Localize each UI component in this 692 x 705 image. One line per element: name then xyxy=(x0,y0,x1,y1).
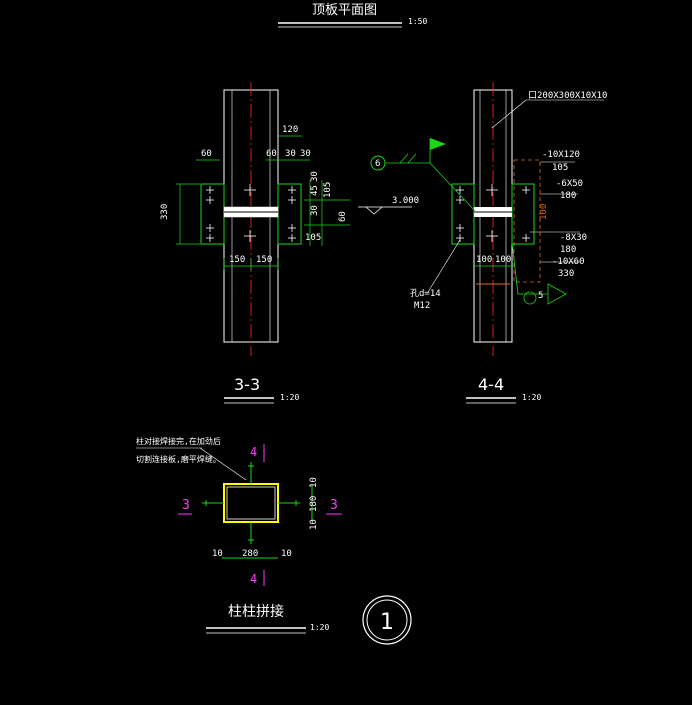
dim-120: 120 xyxy=(282,125,298,135)
plate-1-dim: 105 xyxy=(552,163,568,173)
member-label: 口200X300X10X10 xyxy=(528,91,607,101)
plate-left-33 xyxy=(200,183,225,245)
dim-30-a: 30 xyxy=(285,149,296,159)
top-scale: 1:50 xyxy=(408,17,427,26)
mark-top: 4 xyxy=(250,445,257,459)
plate-right-44 xyxy=(511,183,535,245)
plate-3-dim: 180 xyxy=(560,245,576,255)
dim-330: 330 xyxy=(160,204,170,220)
mark-bottom: 4 xyxy=(250,572,257,586)
dim-30-b: 30 xyxy=(300,149,311,159)
dim-60-left: 60 xyxy=(201,149,212,159)
dim-30-v: 30 xyxy=(310,171,320,182)
sec33-scale: 1:20 xyxy=(280,393,299,402)
plan-dim-10-top: 10 xyxy=(309,477,319,488)
column-section xyxy=(223,483,279,523)
section-3-3: 330 120 60 60 30 30 45 30 105 30 60 105 … xyxy=(160,82,419,404)
sec44-title: 4-4 xyxy=(478,375,504,394)
plate-2: -6X50 xyxy=(556,179,583,189)
plate-left-44 xyxy=(451,183,475,245)
weld-flag xyxy=(430,138,446,150)
dim-105-bottom: 105 xyxy=(305,233,321,243)
dim-30-v2: 30 xyxy=(310,205,320,216)
dim-45: 45 xyxy=(310,185,320,196)
bolt-size: M12 xyxy=(414,301,430,311)
dims-33 xyxy=(176,135,350,270)
section-4-4: 6 5 口200X300X10X10 -10X120 105 -6X50 180… xyxy=(370,82,607,404)
mark-left: 3 xyxy=(182,498,190,513)
top-title: 顶板平面图 xyxy=(312,3,377,18)
bottom-dim-left: 100 xyxy=(476,255,492,265)
side-dim: 100 xyxy=(539,204,549,220)
sec44-scale: 1:20 xyxy=(522,393,541,402)
plan-note-2: 切割连接板,磨平焊缝。 xyxy=(136,454,221,464)
plate-3: -8X30 xyxy=(560,233,587,243)
elevation-marker xyxy=(358,206,412,215)
plan-plates xyxy=(202,462,313,559)
detail-number: 1 xyxy=(380,610,394,635)
weld-symbol-5 xyxy=(547,283,567,305)
plan-dim-280: 280 xyxy=(242,549,258,559)
detail-circle-inner xyxy=(366,599,408,641)
weld-6-label: 6 xyxy=(375,159,380,169)
bolts-33 xyxy=(206,184,296,242)
plan-note-1: 柱对接焊接完,在加劲后 xyxy=(136,436,221,446)
splice-plan: 柱对接焊接完,在加劲后 切割连接板,磨平焊缝。 4 4 3 3 10 280 1… xyxy=(136,436,342,634)
plate-2-dim: 180 xyxy=(560,191,576,201)
plate-1: -10X120 xyxy=(542,150,580,160)
plate-4: -10X60 xyxy=(552,257,585,267)
plan-dim-10-bottom: 10 xyxy=(309,519,319,530)
plan-dim-10-left: 10 xyxy=(212,549,223,559)
bolt-hole: 孔d=14 xyxy=(410,288,441,299)
plan-dim-10-right: 10 xyxy=(281,549,292,559)
bottom-dim-right: 100 xyxy=(495,255,511,265)
bolts-44 xyxy=(456,184,530,242)
splice-scale: 1:20 xyxy=(310,623,329,632)
plate-4-dim: 330 xyxy=(558,269,574,279)
dim-60-right: 60 xyxy=(266,149,277,159)
stiffener-outline-44 xyxy=(513,159,541,283)
plan-dim-180: 180 xyxy=(309,496,319,512)
dim-150-left: 150 xyxy=(229,255,245,265)
dim-150-right: 150 xyxy=(256,255,272,265)
sec33-title: 3-3 xyxy=(234,375,260,394)
detail-circle-outer xyxy=(362,595,412,645)
dim-60-v: 60 xyxy=(338,211,348,222)
weld-5-label: 5 xyxy=(538,291,543,301)
splice-title: 柱柱拼接 xyxy=(228,603,284,620)
mark-right: 3 xyxy=(330,498,338,513)
plate-right-33 xyxy=(277,183,302,245)
dim-105-top: 105 xyxy=(323,182,333,198)
elevation-value: 3.000 xyxy=(392,196,419,206)
